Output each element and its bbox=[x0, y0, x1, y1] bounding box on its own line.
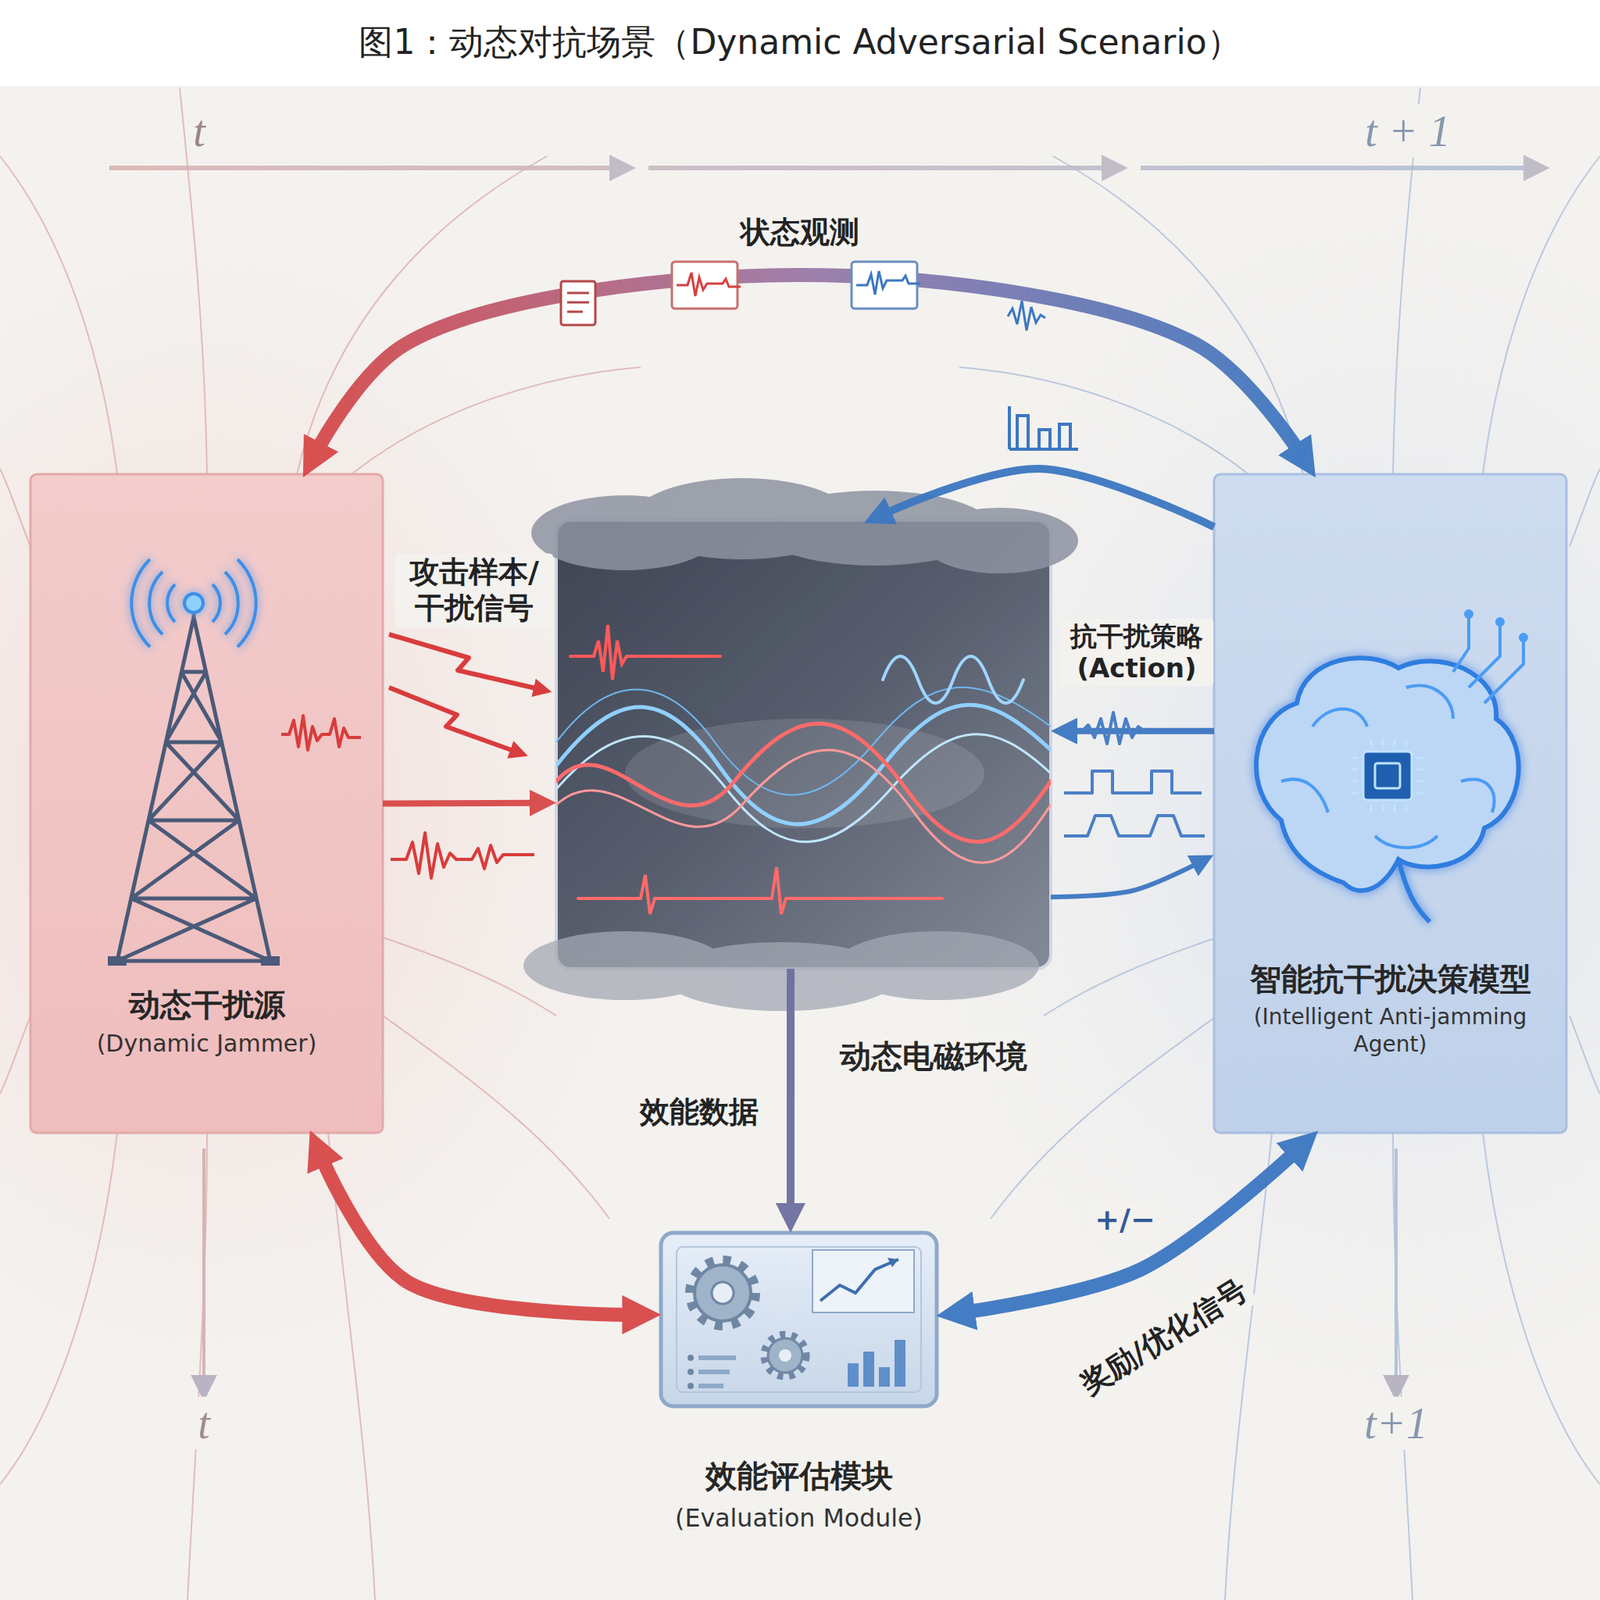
time-label: t+1 bbox=[1359, 1396, 1433, 1450]
tower-icon bbox=[107, 559, 280, 966]
time-label: t + 1 bbox=[1360, 104, 1455, 158]
node-heading: 效能评估模块 bbox=[700, 1454, 898, 1497]
jamming-bolts bbox=[281, 634, 540, 879]
evaluation-module: 效能评估模块 (Evaluation Module) bbox=[660, 1232, 937, 1536]
connector-arrow bbox=[1050, 862, 1200, 897]
spectrum-icon bbox=[1009, 406, 1079, 450]
diagram-title: 图1：动态对抗场景（Dynamic Adversarial Scenario） bbox=[0, 21, 1600, 64]
action-waveforms bbox=[1064, 712, 1205, 836]
connector-arrow bbox=[786, 968, 795, 1212]
time-arrow bbox=[202, 1148, 206, 1383]
observation-icons bbox=[560, 261, 1046, 331]
node-heading: 动态电磁环境 bbox=[835, 1035, 1033, 1078]
field-lines bbox=[959, 87, 1600, 1600]
brain-icon bbox=[1256, 609, 1529, 922]
agent-panel-fill bbox=[1214, 474, 1567, 1133]
node-subtitle: (Dynamic Jammer) bbox=[96, 1028, 318, 1059]
edge-label: 攻击样本/ 干扰信号 bbox=[395, 553, 554, 628]
node-subtitle: (Intelligent Anti-jamming Agent) bbox=[1223, 1003, 1558, 1058]
jammer-panel: 动态干扰源(Dynamic Jammer) bbox=[30, 474, 383, 1133]
title-band bbox=[0, 0, 1600, 86]
evaluation-icon bbox=[660, 1232, 937, 1407]
connector-arrow bbox=[382, 800, 538, 808]
agent-panel: 智能抗干扰决策模型(Intelligent Anti-jamming Agent… bbox=[1214, 474, 1567, 1133]
node-heading: 动态干扰源 bbox=[128, 985, 286, 1025]
node-subtitle: (Evaluation Module) bbox=[670, 1501, 928, 1536]
edge-label: 效能数据 bbox=[635, 1092, 764, 1133]
time-arrows bbox=[109, 165, 1532, 171]
time-label: t bbox=[192, 1396, 215, 1450]
environment-panel: 动态电磁环境 bbox=[556, 520, 1051, 969]
jammer-panel-fill bbox=[30, 474, 383, 1133]
connector-arrow bbox=[320, 1155, 634, 1315]
reward-sign: +/− bbox=[1089, 1201, 1161, 1240]
edge-label: 状态观测 bbox=[735, 213, 865, 253]
connector-arrow bbox=[315, 275, 1301, 455]
time-arrow bbox=[1394, 1148, 1398, 1383]
node-heading: 智能抗干扰决策模型 bbox=[1250, 959, 1532, 999]
time-label: t bbox=[188, 104, 211, 158]
connector-arrow bbox=[882, 468, 1215, 527]
environment-illustration bbox=[523, 478, 1079, 1011]
field-lines bbox=[0, 87, 641, 1600]
edge-label: 抗干扰策略 (Action) bbox=[1060, 618, 1214, 686]
